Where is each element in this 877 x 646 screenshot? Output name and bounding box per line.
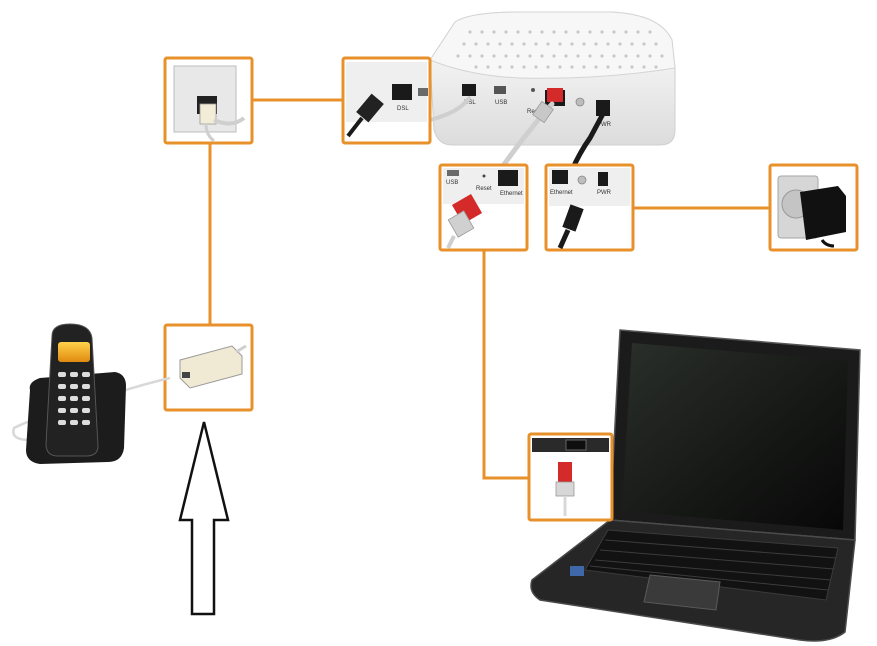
- router-ethernet-plug: [547, 88, 563, 102]
- callout-splitter: [163, 323, 254, 412]
- callout-pwr-label: PWR: [597, 190, 612, 196]
- ethernet-cable-icon: [446, 193, 483, 249]
- usb-port-closeup: [418, 88, 428, 96]
- usb-port-small: [447, 170, 459, 176]
- phone-lcd: [58, 342, 90, 362]
- ethernet-port-small: [552, 170, 568, 184]
- laptop-key-rows: [589, 539, 837, 591]
- vent-holes: [456, 30, 664, 69]
- router-usb-port: [494, 86, 506, 94]
- laptop-sticker: [570, 566, 584, 576]
- router-power-button: [575, 97, 585, 107]
- cordless-phone-icon: [12, 323, 171, 464]
- power-jack-icon: [557, 204, 584, 250]
- laptop-screen: [622, 343, 848, 530]
- power-adapter-icon: [777, 175, 846, 248]
- reset-hole-small: [482, 174, 486, 178]
- laptop-icon: [530, 329, 861, 642]
- callout-power-adapter: [768, 163, 859, 252]
- router-dsl-label: DSL: [464, 100, 476, 106]
- laptop-ethernet-socket: [565, 439, 587, 451]
- callout-ethernet-small-label: Ethernet: [550, 190, 573, 196]
- router-usb-label: USB: [495, 100, 507, 106]
- router-top-surface: [429, 11, 676, 79]
- phone-keys: [58, 372, 90, 425]
- router-pwr-label: PWR: [597, 122, 612, 128]
- router-reset-hole: [531, 88, 535, 92]
- ethernet-socket-closeup: [498, 170, 518, 186]
- socket-plug: [199, 103, 217, 125]
- callout-power-port: Ethernet PWR: [544, 163, 635, 252]
- router-ethernet-plug-grey: [532, 100, 554, 124]
- router-ports: [462, 84, 610, 116]
- router-dsl-cable: [428, 96, 471, 122]
- laptop-keyboard: [584, 529, 839, 601]
- callout-reset-label: Reset: [476, 186, 492, 192]
- callout-ethernet-label: Ethernet: [500, 191, 523, 197]
- router: DSL USB Reset PWR: [428, 11, 676, 173]
- callout-dsl-port: DSL: [341, 56, 432, 145]
- up-arrow-icon: [178, 421, 230, 616]
- line-ethernet-to-laptop: [482, 251, 529, 480]
- connector-lines: [208, 98, 770, 480]
- router-dsl-port: [462, 84, 476, 96]
- callout-wall-socket: [163, 56, 254, 145]
- dsl-port-closeup: [392, 84, 412, 100]
- dsl-cable-icon: [346, 93, 384, 138]
- callout-laptop-port: [527, 432, 614, 522]
- socket-cable-down: [204, 123, 215, 143]
- splitter-icon: [179, 344, 247, 389]
- pwr-socket-closeup: [598, 172, 608, 186]
- laptop-touchpad: [643, 574, 721, 611]
- laptop-ethernet-port-icon: [555, 462, 575, 516]
- callout-dsl-label: DSL: [397, 106, 409, 112]
- socket-cable: [213, 116, 246, 126]
- power-button-small: [577, 175, 587, 185]
- callout-ethernet-port: USB Reset Ethernet: [438, 163, 529, 252]
- callout-usb-label: USB: [446, 180, 458, 186]
